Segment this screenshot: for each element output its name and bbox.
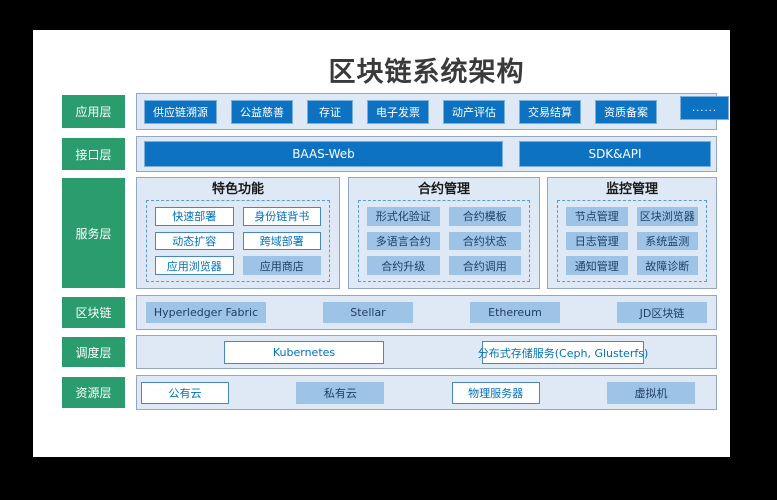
service-group-title: 监控管理 <box>605 182 658 197</box>
service-item-node-management: 节点管理 <box>566 207 628 226</box>
service-group-contract-management: 合约管理 形式化验证 合约模板 多语言合约 合约状态 合约升级 合约调用 <box>348 177 540 289</box>
service-group-items: 快速部署 身份链背书 动态扩容 跨域部署 应用浏览器 应用商店 <box>146 200 330 282</box>
service-item-contract-template: 合约模板 <box>448 207 521 226</box>
service-item-notification-management: 通知管理 <box>566 256 628 275</box>
service-item-contract-state: 合约状态 <box>448 231 521 251</box>
scheduling-item-distributed-storage: 分布式存储服务(Ceph, Glusterfs) <box>478 341 648 364</box>
app-item-charity: 公益慈善 <box>231 99 293 124</box>
blockchain-item-jd-blockchain: JD区块链 <box>617 302 707 323</box>
service-item-contract-upgrade: 合约升级 <box>367 256 440 275</box>
app-item-supply-chain-trace: 供应链溯源 <box>144 99 217 124</box>
resource-item-public-cloud: 公有云 <box>141 381 229 404</box>
service-item-rapid-deployment: 快速部署 <box>155 207 234 226</box>
service-group-items: 形式化验证 合约模板 多语言合约 合约状态 合约升级 合约调用 <box>358 200 530 282</box>
blockchain-item-ethereum: Ethereum <box>470 302 560 323</box>
service-group-featured-functions: 特色功能 快速部署 身份链背书 动态扩容 跨域部署 应用浏览器 应用商店 <box>136 177 340 289</box>
service-group-title: 合约管理 <box>417 182 470 197</box>
interface-layer-row: BAAS-Web SDK&API <box>136 136 717 172</box>
interface-item-sdk-api: SDK&API <box>519 141 711 167</box>
app-item-e-invoice: 电子发票 <box>367 99 429 124</box>
service-item-contract-invoke: 合约调用 <box>448 256 521 275</box>
service-item-cross-domain-deployment: 跨域部署 <box>242 231 321 251</box>
application-layer-row: 供应链溯源 公益慈善 存证 电子发票 动产评估 交易结算 资质备案 ...... <box>136 93 729 130</box>
service-item-multilang-contract: 多语言合约 <box>367 231 440 251</box>
layer-label-scheduling: 调度层 <box>62 337 125 367</box>
service-group-monitoring-management: 监控管理 节点管理 区块浏览器 日志管理 系统监测 通知管理 故障诊断 <box>547 177 717 289</box>
app-item-evidence: 存证 <box>307 99 353 124</box>
scheduling-item-kubernetes: Kubernetes <box>224 341 384 364</box>
app-item-more: ...... <box>680 96 729 120</box>
blockchain-item-hyperledger-fabric: Hyperledger Fabric <box>146 302 266 323</box>
layer-label-interface: 接口层 <box>62 138 125 170</box>
interface-item-baas-web: BAAS-Web <box>144 141 503 167</box>
app-item-asset-appraisal: 动产评估 <box>443 99 505 124</box>
layer-label-service: 服务层 <box>62 178 125 288</box>
layer-label-blockchain: 区块链 <box>62 297 125 328</box>
resource-item-physical-server: 物理服务器 <box>451 381 540 404</box>
service-item-app-store: 应用商店 <box>242 256 321 275</box>
service-item-identity-endorsement: 身份链背书 <box>242 207 321 226</box>
app-item-qualification-filing: 资质备案 <box>595 99 657 124</box>
layer-label-resource: 资源层 <box>62 377 125 408</box>
blockchain-item-stellar: Stellar <box>323 302 413 323</box>
resource-item-private-cloud: 私有云 <box>296 381 385 404</box>
service-group-title: 特色功能 <box>211 182 264 197</box>
scheduling-layer-row: Kubernetes 分布式存储服务(Ceph, Glusterfs) <box>136 335 717 369</box>
service-item-system-monitoring: 系统监测 <box>636 231 698 251</box>
service-item-fault-diagnosis: 故障诊断 <box>636 256 698 275</box>
service-group-items: 节点管理 区块浏览器 日志管理 系统监测 通知管理 故障诊断 <box>557 200 707 282</box>
layer-label-application: 应用层 <box>62 95 125 128</box>
service-item-block-explorer: 区块浏览器 <box>636 207 698 226</box>
diagram-canvas: 区块链系统架构 应用层 接口层 服务层 区块链 调度层 资源层 供应链溯源 公益… <box>33 30 730 457</box>
blockchain-layer-row: Hyperledger Fabric Stellar Ethereum JD区块… <box>136 295 717 330</box>
app-item-trade-settlement: 交易结算 <box>519 99 581 124</box>
service-item-formal-verification: 形式化验证 <box>367 207 440 226</box>
diagram-title: 区块链系统架构 <box>328 57 525 88</box>
resource-layer-row: 公有云 私有云 物理服务器 虚拟机 <box>136 375 717 410</box>
service-item-dynamic-scaling: 动态扩容 <box>155 231 234 251</box>
service-item-log-management: 日志管理 <box>566 231 628 251</box>
service-item-app-browser: 应用浏览器 <box>155 256 234 275</box>
resource-item-virtual-machine: 虚拟机 <box>606 381 695 404</box>
